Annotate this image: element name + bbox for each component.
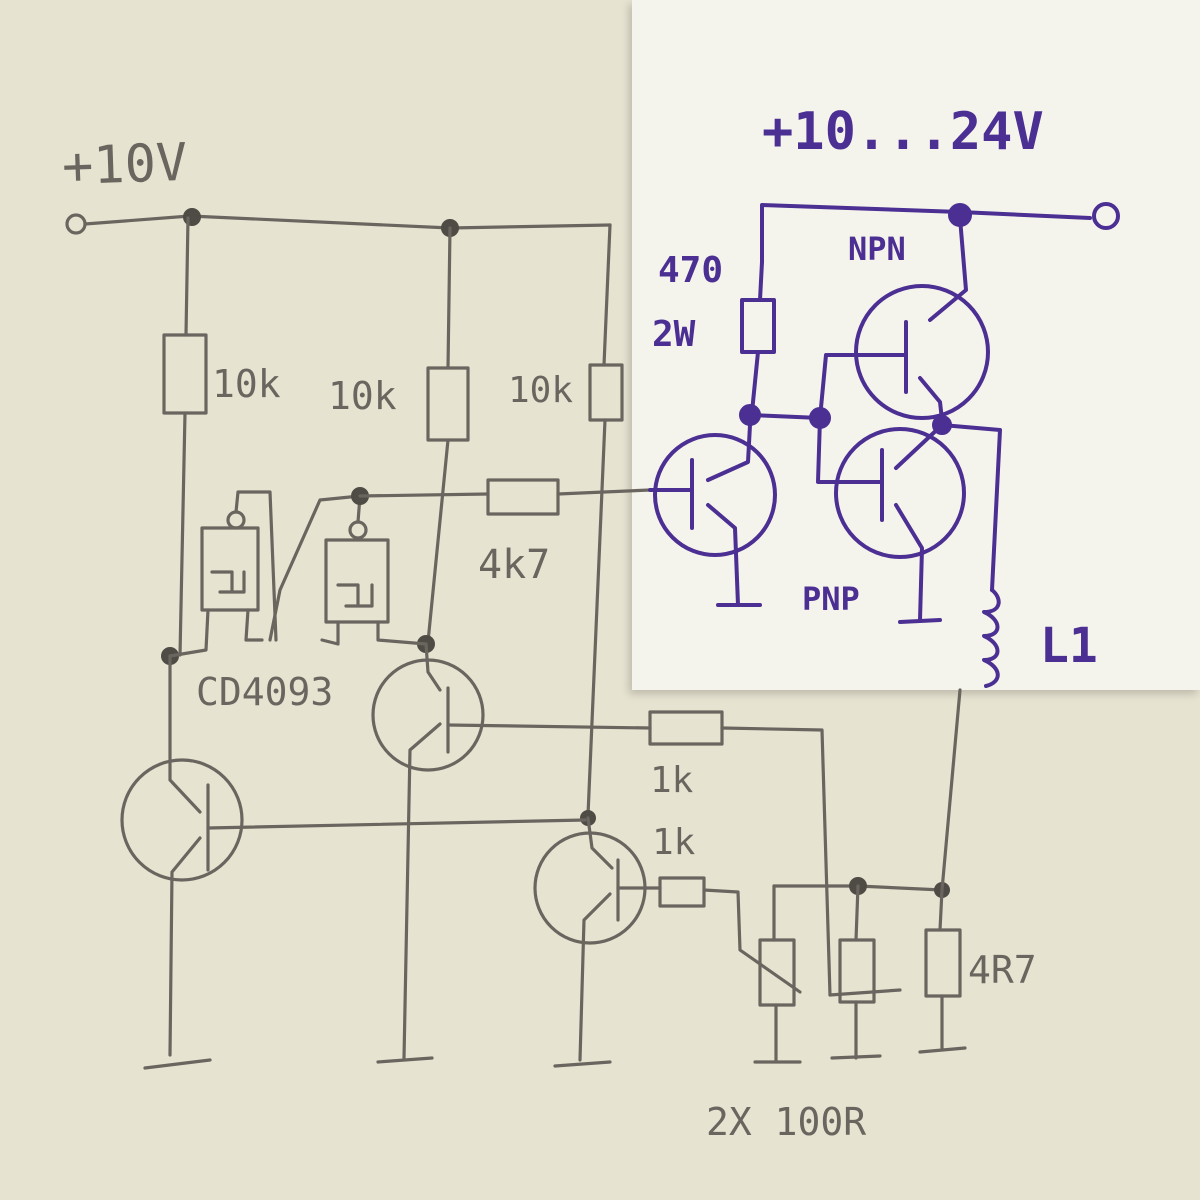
wire: [168, 608, 210, 658]
ground-symbol: [753, 1003, 802, 1064]
pencil-circuit: [65, 208, 967, 1070]
wire: [320, 620, 428, 646]
label-r-base: 4k7: [478, 542, 551, 588]
ground-symbol: [553, 1060, 612, 1068]
transistor-q2: [371, 658, 485, 772]
resistor-470: [740, 298, 776, 354]
wire: [750, 350, 760, 414]
schmitt-gate-1: [200, 526, 260, 612]
resistor-r1: [162, 333, 208, 415]
ground-symbol: [376, 1056, 434, 1064]
trimmer-1: [758, 938, 796, 1007]
driver-transistor: [653, 433, 777, 557]
resistor-4r7: [924, 928, 962, 998]
top-rail: [83, 214, 612, 230]
ground-symbol: [918, 994, 967, 1054]
schmitt-gate-2: [324, 538, 390, 624]
gate-feedback-wire: [234, 490, 278, 642]
supply-label-left: +10V: [60, 132, 189, 198]
wire: [818, 353, 828, 420]
label-r-load-power: 2W: [652, 314, 696, 355]
label-ic: CD4093: [196, 670, 334, 714]
wire: [206, 818, 587, 830]
pnp-transistor-leads: [816, 416, 944, 624]
wire: [426, 438, 450, 644]
wire: [358, 492, 490, 498]
resistor-1k-a: [648, 710, 724, 746]
supply-rail: [760, 203, 1092, 264]
wire: [446, 226, 452, 370]
wire: [586, 418, 607, 817]
label-coil: L1: [1040, 618, 1098, 674]
wire: [184, 216, 190, 337]
wire: [446, 723, 652, 730]
wire: [854, 884, 860, 942]
transistor-q2-leads: [402, 642, 450, 1060]
resistor-1k-b: [658, 876, 706, 908]
label-npn: NPN: [848, 230, 906, 268]
wire: [940, 423, 1002, 592]
inductor-l1: [982, 588, 1001, 688]
driver-transistor-leads: [648, 423, 762, 607]
gate-cross-wire: [268, 494, 362, 642]
ink-circuit: [648, 202, 1120, 688]
resistor-r3: [588, 363, 624, 422]
wire: [602, 223, 612, 367]
label-r2: 10k: [328, 374, 397, 418]
transistor-q1: [120, 758, 244, 882]
wire: [556, 488, 652, 496]
transistor-q1-leads: [168, 654, 210, 1057]
supply-label-right: +10...24V: [762, 102, 1044, 162]
hysteresis-symbol: [336, 583, 374, 608]
label-pnp: PNP: [802, 580, 860, 618]
label-r5: 1k: [652, 822, 696, 863]
label-r3: 10k: [508, 370, 574, 411]
label-r-load: 470: [658, 250, 724, 291]
ground-symbol: [143, 1058, 212, 1070]
resistor-r2: [426, 366, 470, 442]
label-r4: 1k: [650, 760, 694, 801]
npn-transistor-leads: [826, 216, 968, 422]
wire: [178, 411, 187, 657]
wire: [748, 413, 822, 420]
input-terminal: [65, 213, 87, 235]
wiper: [828, 988, 902, 997]
wire: [938, 888, 944, 932]
wire: [702, 888, 802, 994]
wire: [720, 726, 832, 997]
sticky-note: [632, 0, 1200, 690]
label-r-sense: 4R7: [968, 948, 1037, 992]
label-r1: 10k: [212, 362, 281, 406]
transistor-q3-leads: [578, 816, 620, 1062]
output-terminal: [1092, 202, 1120, 230]
npn-transistor: [854, 284, 990, 420]
wire: [758, 260, 764, 302]
inverter-bubble: [348, 520, 368, 540]
inverter-bubble: [226, 510, 246, 530]
wire: [940, 688, 962, 892]
pnp-transistor: [834, 427, 966, 559]
resistor-4k7: [486, 478, 560, 516]
hysteresis-symbol: [210, 570, 246, 594]
label-trimmers: 2X 100R: [706, 1100, 867, 1144]
ground-symbol: [830, 1000, 882, 1060]
